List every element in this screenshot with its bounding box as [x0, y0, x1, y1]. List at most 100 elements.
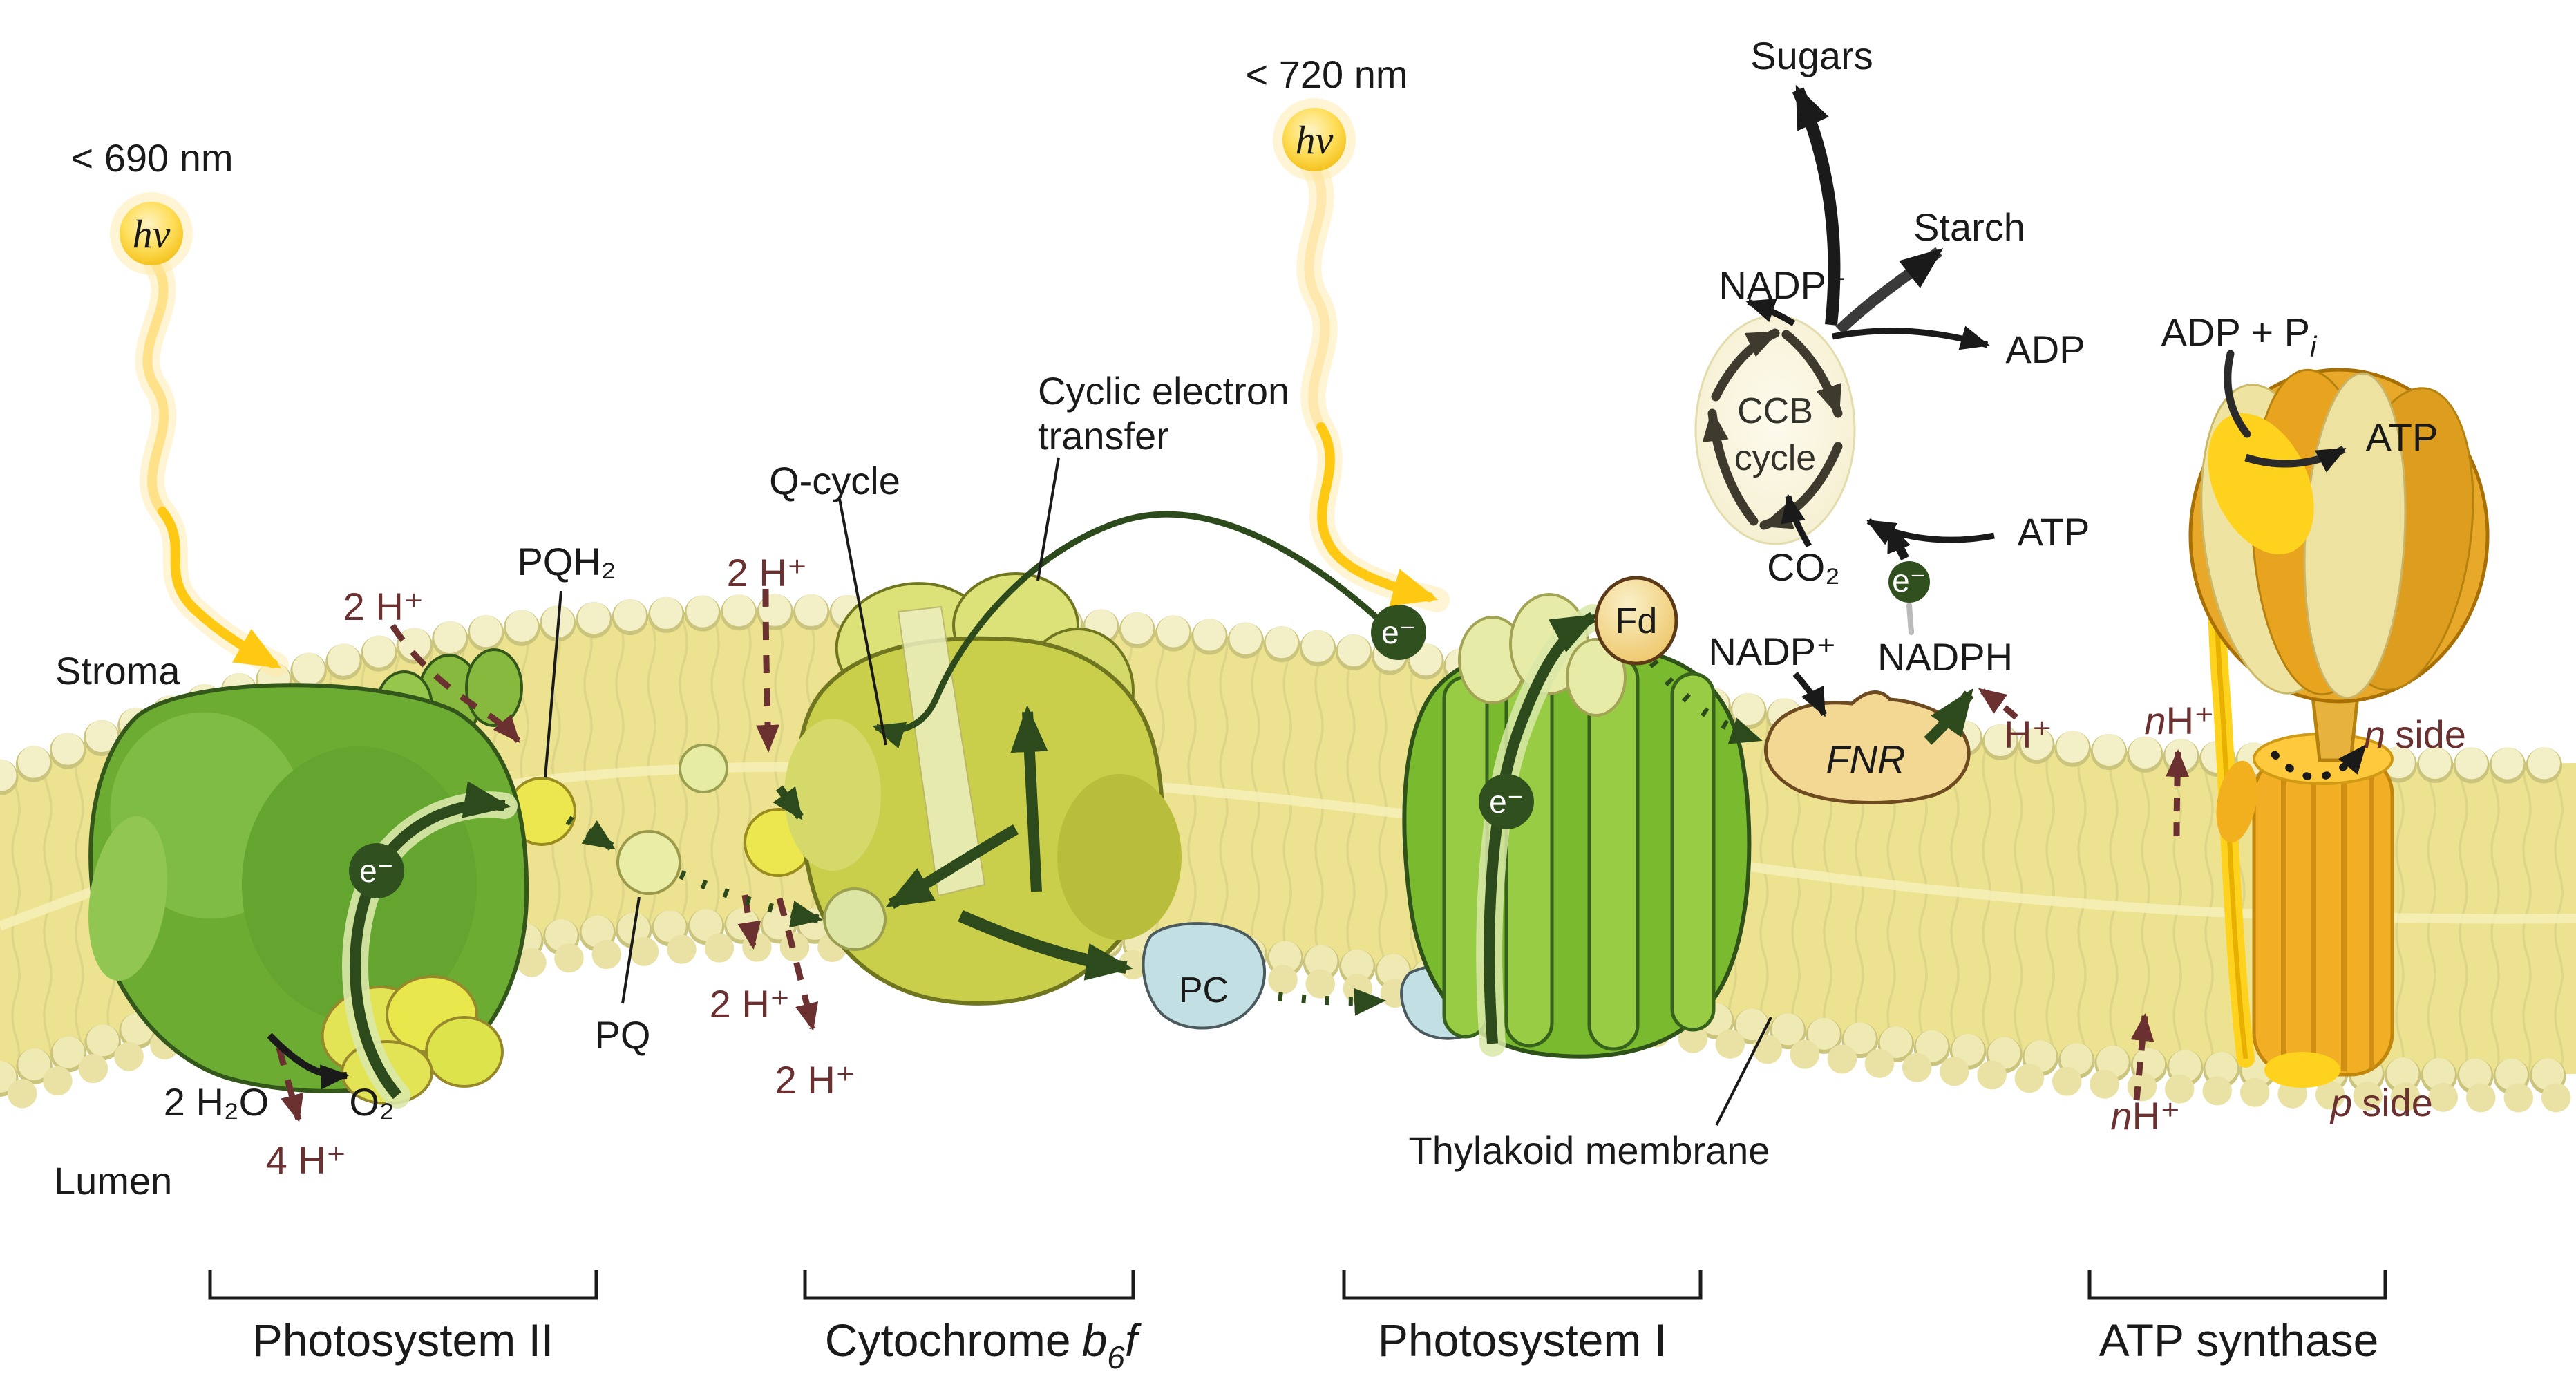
thylakoid-membrane-label: Thylakoid membrane	[1409, 1129, 1770, 1172]
co2-to-ccb-arrow	[1781, 493, 1812, 548]
proton-release-lumen-arrow-1	[737, 894, 761, 950]
ccb-cycle-arrows	[1702, 328, 1843, 530]
q-cycle-label: Q-cycle	[769, 459, 900, 502]
pq-molecule	[616, 830, 681, 895]
proton-release-lumen-arrow-2	[776, 897, 819, 1031]
water-label: 2 H₂O	[164, 1080, 269, 1124]
atp-synthase-product-label: ATP	[2366, 415, 2438, 459]
proton-uptake-cytb6f-arrow	[756, 588, 780, 753]
pq-label: PQ	[595, 1013, 651, 1057]
adp-pi-label: ADP + Pi	[2161, 310, 2318, 363]
fnr-label: FNR	[1826, 737, 1905, 781]
cyclic-electron-transfer-path	[872, 511, 1388, 749]
fd-label: Fd	[1616, 601, 1658, 641]
bracket-cytb6f	[803, 1270, 1135, 1300]
fnr-to-nadph-arrow	[1924, 688, 1974, 745]
photon-icon-psi	[1282, 108, 1346, 171]
pq-molecule-oxidized	[679, 744, 728, 793]
cyclic-label-line2: transfer	[1038, 414, 1169, 458]
cytb6f-arrow-left	[885, 824, 1019, 909]
electron-badge-ccb: e⁻	[1888, 561, 1930, 603]
hplus-fnr-label: H⁺	[2004, 713, 2052, 756]
proton-uptake-psii-arrow	[390, 623, 521, 744]
ccb-to-starch-arrow	[1835, 247, 1944, 334]
ferredoxin-fd: Fd	[1594, 576, 1678, 666]
sugars-label: Sugars	[1750, 34, 1873, 77]
bracket-psii	[208, 1270, 598, 1300]
plastocyanin-pc: PC	[1142, 922, 1267, 1030]
electron-label-ccb: e⁻	[1892, 563, 1926, 599]
footer-atp-synthase-label: ATP synthase	[2099, 1314, 2379, 1366]
water-split-arrow-to-o2	[267, 1033, 350, 1090]
pq-pointer	[621, 896, 641, 1004]
footer-brackets	[208, 1270, 2387, 1300]
adp-pi-entry-line	[2224, 350, 2251, 438]
nadph-label: NADPH	[1877, 635, 2013, 679]
photon-psii-wave-glow	[135, 252, 289, 677]
q-cycle-pointer	[838, 498, 887, 746]
cyclic-label-line1: Cyclic electron	[1038, 369, 1289, 413]
wavelength-psi-label: < 720 nm	[1245, 53, 1408, 96]
pq-dotted-arrow-2	[679, 870, 823, 928]
ccb-label-1: CCB	[1737, 391, 1813, 431]
adp-ccb-label: ADP	[2005, 328, 2085, 371]
cytb6f-protons-stroma-label: 2 H⁺	[727, 551, 808, 594]
footer-psii-label: Photosystem II	[252, 1314, 554, 1366]
lumen-protons-label-1: 2 H⁺	[710, 982, 790, 1026]
stroma-label: Stroma	[55, 649, 180, 692]
photon-psi-wave-pale	[1304, 164, 1330, 432]
atp-synthase-complex	[2188, 350, 2490, 1088]
pqh2-label: PQH₂	[517, 540, 616, 583]
nadp-ccb-label: NADP⁺	[1718, 263, 1846, 307]
membrane-tails-texture	[0, 610, 2576, 1077]
nh-bottom-label: nH⁺	[2110, 1094, 2180, 1138]
hplus-to-nadph-dashed-arrow	[1978, 687, 2019, 720]
cytb6f-pq-site	[823, 887, 887, 951]
pq-shuttle-arrows	[565, 785, 823, 928]
atp-synthase-head	[2188, 368, 2490, 704]
ccb-cycle-group: CCB cycle e⁻	[1694, 84, 1995, 635]
pq-dotted-arrow-1	[565, 816, 616, 851]
cytb6f-arrow-up	[1010, 705, 1048, 892]
photon-psii-wave	[158, 507, 282, 668]
ccb-to-adp-arrow	[1832, 326, 1990, 350]
nadp-fnr-label: NADP⁺	[1708, 630, 1836, 673]
cyclic-pointer	[1036, 457, 1060, 581]
electron-badge-psi: e⁻	[1479, 774, 1534, 829]
photon-symbol-psii: hν	[133, 211, 171, 256]
nadp-to-fnr-arrow	[1792, 672, 1828, 717]
protons-released-label: 4 H⁺	[266, 1138, 347, 1182]
lumen-label: Lumen	[54, 1159, 172, 1203]
footer-psi-label: Photosystem I	[1378, 1314, 1667, 1366]
photon-psi-group: hν	[1273, 98, 1450, 612]
starch-label: Starch	[1913, 205, 2025, 249]
psi-electron-path	[1484, 612, 1599, 1044]
fd-to-fnr-dotted-arrow	[1649, 659, 1763, 744]
photon-psi-wave	[1316, 422, 1439, 607]
nh-top-label: nH⁺	[2144, 699, 2214, 742]
photon-psii-group: hν	[110, 192, 289, 677]
lumen-protons-label-2: 2 H⁺	[775, 1058, 856, 1102]
ccb-to-nadp-arrow	[1745, 298, 1796, 326]
cytb6f-q-strip	[897, 605, 986, 897]
photon-symbol-psi: hν	[1296, 117, 1334, 162]
pqh2-pointer	[544, 590, 562, 778]
ccb-to-sugars-arrow	[1792, 84, 1841, 326]
plastoquinone-pool	[507, 744, 813, 895]
bracket-atp-synthase	[2087, 1270, 2387, 1300]
proton-release-oec-arrow	[276, 1046, 304, 1122]
thylakoid-pointer	[1715, 1017, 1772, 1126]
pq-green-arrow-into-pool	[773, 785, 804, 820]
electron-badge-cyclic: e⁻	[1371, 605, 1426, 660]
proton-atp-synthase-up-arrow	[2166, 749, 2190, 837]
electron-to-ccb-arrow	[1884, 522, 1911, 560]
co2-label: CO₂	[1767, 545, 1840, 589]
electron-badge-psii: e⁻	[349, 843, 404, 898]
photosystem-ii-complex: e⁻	[88, 648, 529, 1109]
pointer-lines	[544, 457, 1772, 1126]
electron-label-psi: e⁻	[1489, 784, 1524, 820]
